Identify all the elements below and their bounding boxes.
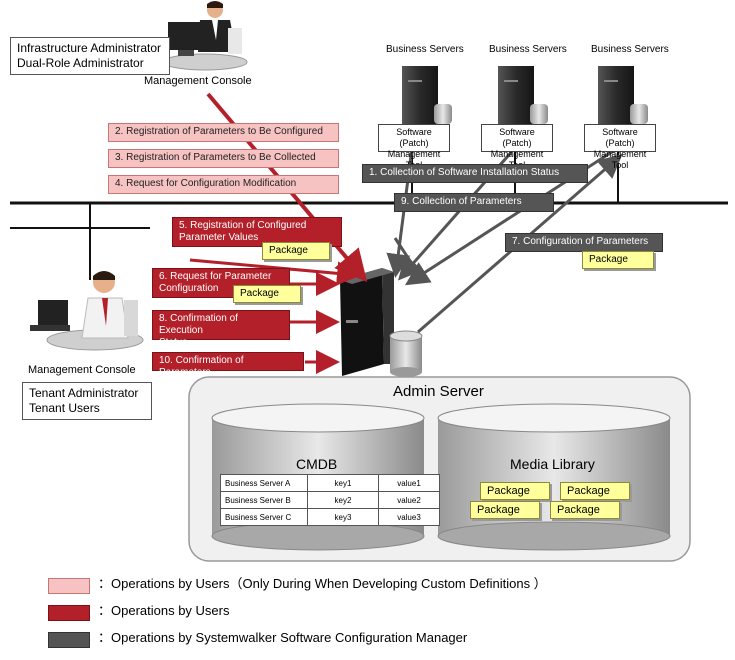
- legend-text-red: ：Operations by Users: [98, 603, 230, 618]
- left-request-arrows: [189, 258, 361, 374]
- business-servers-label-1: Business Servers: [386, 44, 464, 55]
- package-note-step-7: Package: [582, 251, 654, 269]
- legend-swatch-pink: [48, 578, 90, 594]
- step-10-box: 10. Confirmation of Parameters: [152, 352, 304, 378]
- legend-swatch-red: [48, 605, 90, 621]
- step-9-box: 9. Collection of Parameters: [394, 193, 554, 212]
- table-row: Business Server C key3 value3: [220, 508, 440, 526]
- table-row: Business Server A key1 value1: [220, 474, 440, 492]
- left-console-caption: Management Console: [28, 364, 136, 376]
- patch-tool-box-3: Software (Patch) Management Tool: [584, 124, 656, 170]
- cmdb-cell: Business Server A: [220, 474, 308, 492]
- step-3-box: 3. Registration of Parameters to Be Coll…: [108, 149, 339, 168]
- cmdb-title: CMDB: [296, 456, 338, 472]
- table-row: Business Server B key2 value2: [220, 491, 440, 509]
- cmdb-cell: Business Server B: [220, 491, 308, 509]
- cmdb-cell: Business Server C: [220, 508, 308, 526]
- legend-swatch-grey: [48, 632, 90, 648]
- step-4-box: 4. Request for Configuration Modificatio…: [108, 175, 339, 194]
- cmdb-cell: key2: [307, 491, 379, 509]
- patch-tool-box-1: Software (Patch) Management Tool: [378, 124, 450, 170]
- cmdb-cell: key3: [307, 508, 379, 526]
- cmdb-cell: value2: [378, 491, 440, 509]
- media-library-cylinder: [437, 403, 671, 551]
- cmdb-cell: key1: [307, 474, 379, 492]
- step-1-box: 1. Collection of Software Installation S…: [362, 164, 588, 183]
- business-servers-label-2: Business Servers: [489, 44, 567, 55]
- package-note-step-6: Package: [233, 285, 301, 303]
- cmdb-cell: value1: [378, 474, 440, 492]
- cmdb-table: Business Server A key1 value1 Business S…: [220, 474, 440, 526]
- media-library-title: Media Library: [510, 456, 595, 472]
- admin-server-tower: [340, 268, 423, 377]
- tenant-admin-figure: [30, 271, 144, 351]
- package-note-step-5: Package: [262, 242, 330, 260]
- business-server-towers: [402, 66, 648, 124]
- legend-text-pink: ：Operations by Users（Only During When De…: [98, 576, 547, 591]
- media-package-3: Package: [470, 501, 540, 519]
- infra-role-box: Infrastructure Administrator Dual-Role A…: [10, 37, 170, 75]
- cmdb-cell: value3: [378, 508, 440, 526]
- media-package-4: Package: [550, 501, 620, 519]
- legend-text-grey: ：Operations by Systemwalker Software Con…: [98, 630, 468, 645]
- patch-tool-box-2: Software (Patch) Management Tool: [481, 124, 553, 170]
- top-console-caption: Management Console: [144, 75, 252, 87]
- tenant-role-box: Tenant Administrator Tenant Users: [22, 382, 152, 420]
- step-2-box: 2. Registration of Parameters to Be Conf…: [108, 123, 339, 142]
- media-package-2: Package: [560, 482, 630, 500]
- step-7-box: 7. Configuration of Parameters: [505, 233, 663, 252]
- business-servers-label-3: Business Servers: [591, 44, 669, 55]
- admin-server-title: Admin Server: [393, 383, 484, 400]
- step-8-box: 8. Confirmation of Execution Status: [152, 310, 290, 348]
- media-package-1: Package: [480, 482, 550, 500]
- infra-admin-figure: [162, 1, 248, 71]
